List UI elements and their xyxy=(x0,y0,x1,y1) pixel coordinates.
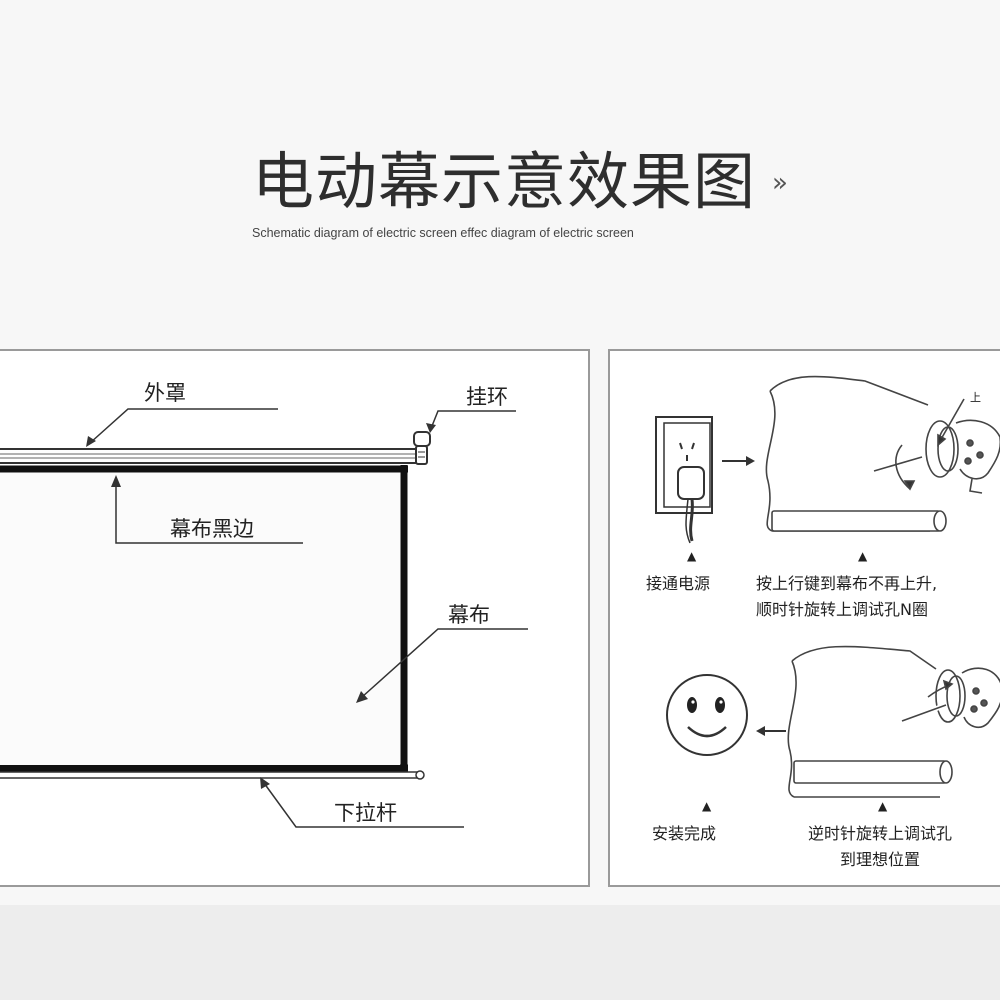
step-marker: ▲ xyxy=(687,549,697,563)
footer-band xyxy=(0,905,1000,1000)
label-black-border: 幕布黑边 xyxy=(170,517,254,541)
page-title: 电动幕示意效果图 xyxy=(252,145,757,218)
step-caption-done: 安装完成 xyxy=(652,824,717,843)
label-hook-ring: 挂环 xyxy=(466,385,508,409)
label-housing: 外罩 xyxy=(144,381,186,405)
motor-roller-icon xyxy=(765,375,1000,532)
pull-bar xyxy=(0,770,425,780)
step-caption-raise: 按上行键到幕布不再上升, 顺时针旋转上调试孔N圈 xyxy=(756,574,938,619)
step-marker: ▲ xyxy=(702,799,712,813)
screen-fabric xyxy=(0,465,408,772)
install-steps-panel: 上 ▲ 接通电源 ▲ 按上行键到幕布不再上升, 顺时针旋转上调试孔N圈 ▲ 安装… xyxy=(608,349,1000,887)
screen-parts-panel: 外罩 挂环 幕布黑边 幕布 下拉杆 xyxy=(0,349,590,887)
step-marker: ▲ xyxy=(858,549,868,563)
housing-bar xyxy=(0,448,419,464)
arrow-left-icon xyxy=(756,726,786,736)
step-marker: ▲ xyxy=(878,799,888,813)
arrow-right-icon xyxy=(722,456,755,466)
leader-lines xyxy=(89,408,528,828)
motor-roller-icon xyxy=(787,645,1000,798)
arrowheads xyxy=(86,423,436,789)
step-caption-power: 接通电源 xyxy=(646,574,711,593)
smiley-face-icon xyxy=(666,674,748,756)
power-outlet-icon xyxy=(655,416,713,544)
screen-parts-drawing xyxy=(0,408,528,828)
label-pull-bar: 下拉杆 xyxy=(334,801,397,825)
label-screen: 幕布 xyxy=(448,603,490,627)
install-steps-drawing xyxy=(655,375,1000,798)
page-subtitle: Schematic diagram of electric screen eff… xyxy=(252,226,634,240)
adjust-up-mark: 上 xyxy=(970,391,981,404)
step-caption-adjust: 逆时针旋转上调试孔 到理想位置 xyxy=(807,824,952,869)
hook-ring-icon xyxy=(413,431,431,465)
title-arrow-icon: » xyxy=(772,168,788,198)
